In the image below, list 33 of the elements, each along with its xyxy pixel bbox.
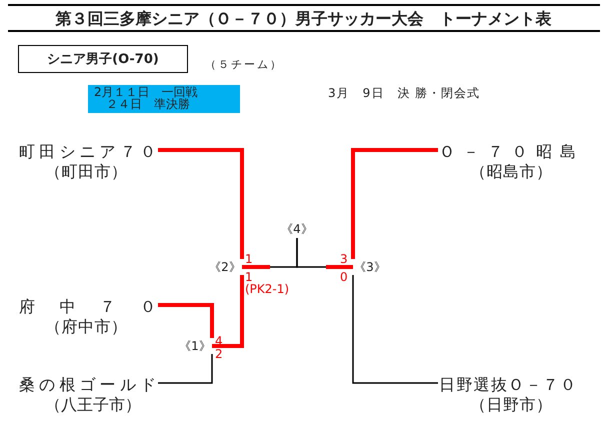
city-name: （町田市） — [45, 162, 127, 183]
team-name: Ｏ－７０昭島 — [439, 142, 576, 163]
schedule-text: ２４日 準決勝 — [106, 98, 190, 110]
title: 第３回三多摩シニア（Ｏ－７０）男子サッカー大会 トーナメント表 — [54, 9, 552, 30]
team-name: 日野選抜Ｏ－７０ — [439, 375, 576, 396]
schedule-text: 2月１１日 一回戦 — [94, 86, 198, 98]
match-number: 《4》 — [280, 220, 314, 238]
category-box: シニア男子(O-70) — [18, 45, 188, 73]
team-name: 町田シニア７０ — [19, 142, 156, 163]
city-name: （昭島市） — [470, 162, 552, 183]
bracket-line — [352, 275, 438, 384]
schedule-box — [88, 85, 240, 113]
score: 1 — [245, 271, 253, 283]
bracket-line — [158, 303, 214, 338]
team-name: 府中７０ — [19, 297, 156, 318]
bracket-line — [158, 148, 244, 259]
city-name: （日野市） — [470, 395, 552, 416]
team-name: 桑の根ゴールド — [19, 375, 156, 396]
city-name: （府中市） — [45, 317, 127, 338]
score: 0 — [340, 271, 348, 283]
final-schedule: 3月 9日 決 勝・閉会式 — [328, 85, 480, 102]
score: 1 — [245, 253, 253, 265]
city-name: （八王子市） — [45, 395, 141, 416]
score: 2 — [215, 348, 223, 360]
match-number: 《1》 — [178, 338, 212, 354]
score: 3 — [340, 253, 348, 265]
team-count: （５チーム） — [205, 57, 283, 72]
match-number: 《2》 — [208, 259, 242, 275]
match-number: 《3》 — [353, 259, 387, 275]
bracket-line — [158, 354, 213, 384]
score: (PK2-1) — [245, 283, 290, 295]
bracket-line — [212, 275, 244, 348]
bracket-line — [351, 148, 438, 259]
